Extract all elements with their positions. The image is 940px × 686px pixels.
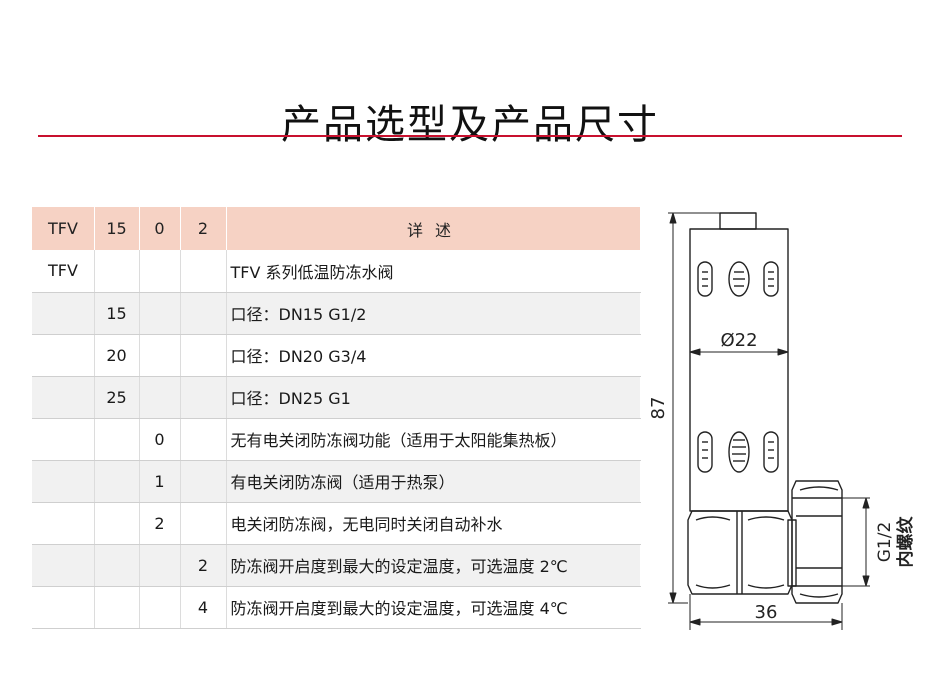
header-temperature: 2 bbox=[180, 207, 227, 250]
spec-table: TFV 15 0 2 详述 TFV TFV 系列低温防冻水阀 15 口径：DN1… bbox=[32, 207, 641, 629]
cell-function bbox=[139, 586, 181, 629]
page-title: 产品选型及产品尺寸 bbox=[281, 101, 659, 148]
diameter-dimension bbox=[689, 348, 789, 356]
cell-model bbox=[32, 586, 95, 629]
cell-description: 电关闭防冻阀，无电同时关闭自动补水 bbox=[225, 502, 641, 545]
bottom-hex-nut bbox=[687, 510, 793, 595]
cell-size: 15 bbox=[94, 292, 140, 335]
cell-function bbox=[139, 250, 181, 293]
cell-size: 25 bbox=[94, 376, 140, 419]
table-row: TFV TFV 系列低温防冻水阀 bbox=[32, 250, 641, 293]
cell-function: 2 bbox=[139, 502, 181, 545]
cell-description: 口径：DN15 G1/2 bbox=[225, 292, 641, 335]
table-row: 0 无有电关闭防冻阀功能（适用于太阳能集热板） bbox=[32, 418, 641, 461]
header-function: 0 bbox=[139, 207, 181, 250]
cell-function: 0 bbox=[139, 418, 181, 461]
cell-model bbox=[32, 292, 95, 335]
cell-description: 口径：DN25 G1 bbox=[225, 376, 641, 419]
cell-size bbox=[94, 502, 140, 545]
cell-temperature bbox=[180, 376, 227, 419]
cell-size bbox=[94, 460, 140, 503]
cell-model bbox=[32, 334, 95, 377]
table-row: 2 防冻阀开启度到最大的设定温度，可选温度 2℃ bbox=[32, 544, 641, 587]
thread-label: G1/2 bbox=[875, 522, 895, 563]
width-dimension bbox=[689, 594, 843, 630]
cell-function bbox=[139, 334, 181, 377]
table-header-row: TFV 15 0 2 详述 bbox=[32, 207, 641, 250]
valve-dimension-drawing: 87 Ø22 36 G1/2 内螺纹 bbox=[648, 212, 916, 630]
cell-size: 20 bbox=[94, 334, 140, 377]
cell-description: 防冻阀开启度到最大的设定温度，可选温度 4℃ bbox=[225, 586, 641, 629]
cell-size bbox=[94, 250, 140, 293]
cell-description: TFV 系列低温防冻水阀 bbox=[225, 250, 641, 293]
header-model: TFV bbox=[32, 207, 95, 250]
cell-size bbox=[94, 544, 140, 587]
cell-model bbox=[32, 376, 95, 419]
cell-size bbox=[94, 586, 140, 629]
cell-model bbox=[32, 418, 95, 461]
cell-function: 1 bbox=[139, 460, 181, 503]
cell-description: 无有电关闭防冻阀功能（适用于太阳能集热板） bbox=[225, 418, 641, 461]
height-label: 87 bbox=[648, 397, 669, 420]
cell-description: 防冻阀开启度到最大的设定温度，可选温度 2℃ bbox=[225, 544, 641, 587]
header-description: 详述 bbox=[225, 207, 641, 250]
cell-temperature bbox=[180, 460, 227, 503]
table-row: 25 口径：DN25 G1 bbox=[32, 376, 641, 419]
cell-temperature bbox=[180, 418, 227, 461]
cell-function bbox=[139, 292, 181, 335]
height-dimension bbox=[668, 212, 720, 604]
valve-top-cap bbox=[719, 212, 757, 230]
cell-temperature: 2 bbox=[180, 544, 227, 587]
cell-temperature bbox=[180, 334, 227, 377]
cell-model bbox=[32, 460, 95, 503]
cell-description: 口径：DN20 G3/4 bbox=[225, 334, 641, 377]
table-row: 4 防冻阀开启度到最大的设定温度，可选温度 4℃ bbox=[32, 586, 641, 629]
cell-size bbox=[94, 418, 140, 461]
table-row: 20 口径：DN20 G3/4 bbox=[32, 334, 641, 377]
cell-function bbox=[139, 376, 181, 419]
table-row: 2 电关闭防冻阀，无电同时关闭自动补水 bbox=[32, 502, 641, 545]
cell-temperature: 4 bbox=[180, 586, 227, 629]
title-divider bbox=[38, 135, 902, 137]
cell-temperature bbox=[180, 502, 227, 545]
thread-note: 内螺纹 bbox=[895, 516, 916, 568]
cell-model bbox=[32, 502, 95, 545]
header-size: 15 bbox=[94, 207, 140, 250]
diameter-label: Ø22 bbox=[720, 330, 757, 351]
cell-model: TFV bbox=[32, 250, 95, 293]
lower-vent-slots bbox=[697, 431, 779, 473]
upper-vent-slots bbox=[697, 261, 779, 297]
cell-description: 有电关闭防冻阀（适用于热泵） bbox=[225, 460, 641, 503]
cell-model bbox=[32, 544, 95, 587]
cell-temperature bbox=[180, 292, 227, 335]
side-outlet-fitting bbox=[787, 480, 843, 604]
cell-temperature bbox=[180, 250, 227, 293]
width-label: 36 bbox=[755, 602, 778, 623]
cell-function bbox=[139, 544, 181, 587]
thread-dimension bbox=[842, 497, 870, 587]
table-row: 1 有电关闭防冻阀（适用于热泵） bbox=[32, 460, 641, 503]
table-row: 15 口径：DN15 G1/2 bbox=[32, 292, 641, 335]
